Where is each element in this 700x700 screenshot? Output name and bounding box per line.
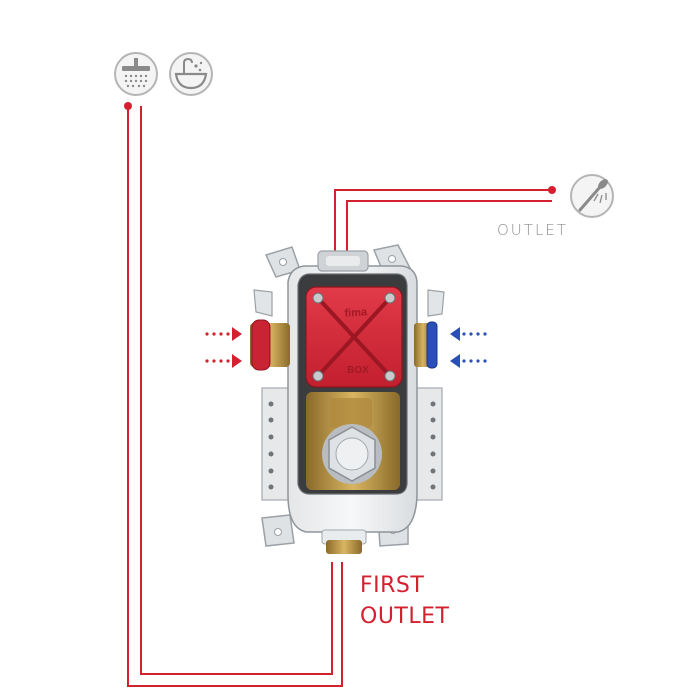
cold-inlet-fitting [414, 321, 438, 369]
mixer-box: fima BOX [250, 244, 445, 554]
bottom-outlet-fitting [321, 529, 367, 554]
pipe-end-dot-top-left [124, 102, 132, 110]
first-outlet-label: FIRST OUTLET [360, 570, 449, 632]
first-outlet-label-line2: OUTLET [360, 604, 450, 629]
hex-nut [322, 424, 382, 484]
hot-inlet-arrows [205, 327, 242, 368]
red-cap: fima BOX [305, 286, 403, 388]
bathtub-icon [169, 52, 213, 96]
cold-inlet-arrows [450, 327, 487, 368]
pipe-end-dot-outlet [548, 186, 556, 194]
outlet-label: OUTLET [497, 221, 568, 239]
hand-shower-icon [570, 174, 614, 218]
cap-box-text: BOX [347, 365, 369, 376]
pipe-first-outlet [127, 106, 343, 687]
hot-inlet-fitting [250, 319, 290, 371]
first-outlet-label-line1: FIRST [360, 573, 425, 598]
pipe-outlet [334, 189, 552, 252]
shower-head-icon [114, 52, 158, 96]
cap-brand-text: fima [344, 306, 368, 320]
